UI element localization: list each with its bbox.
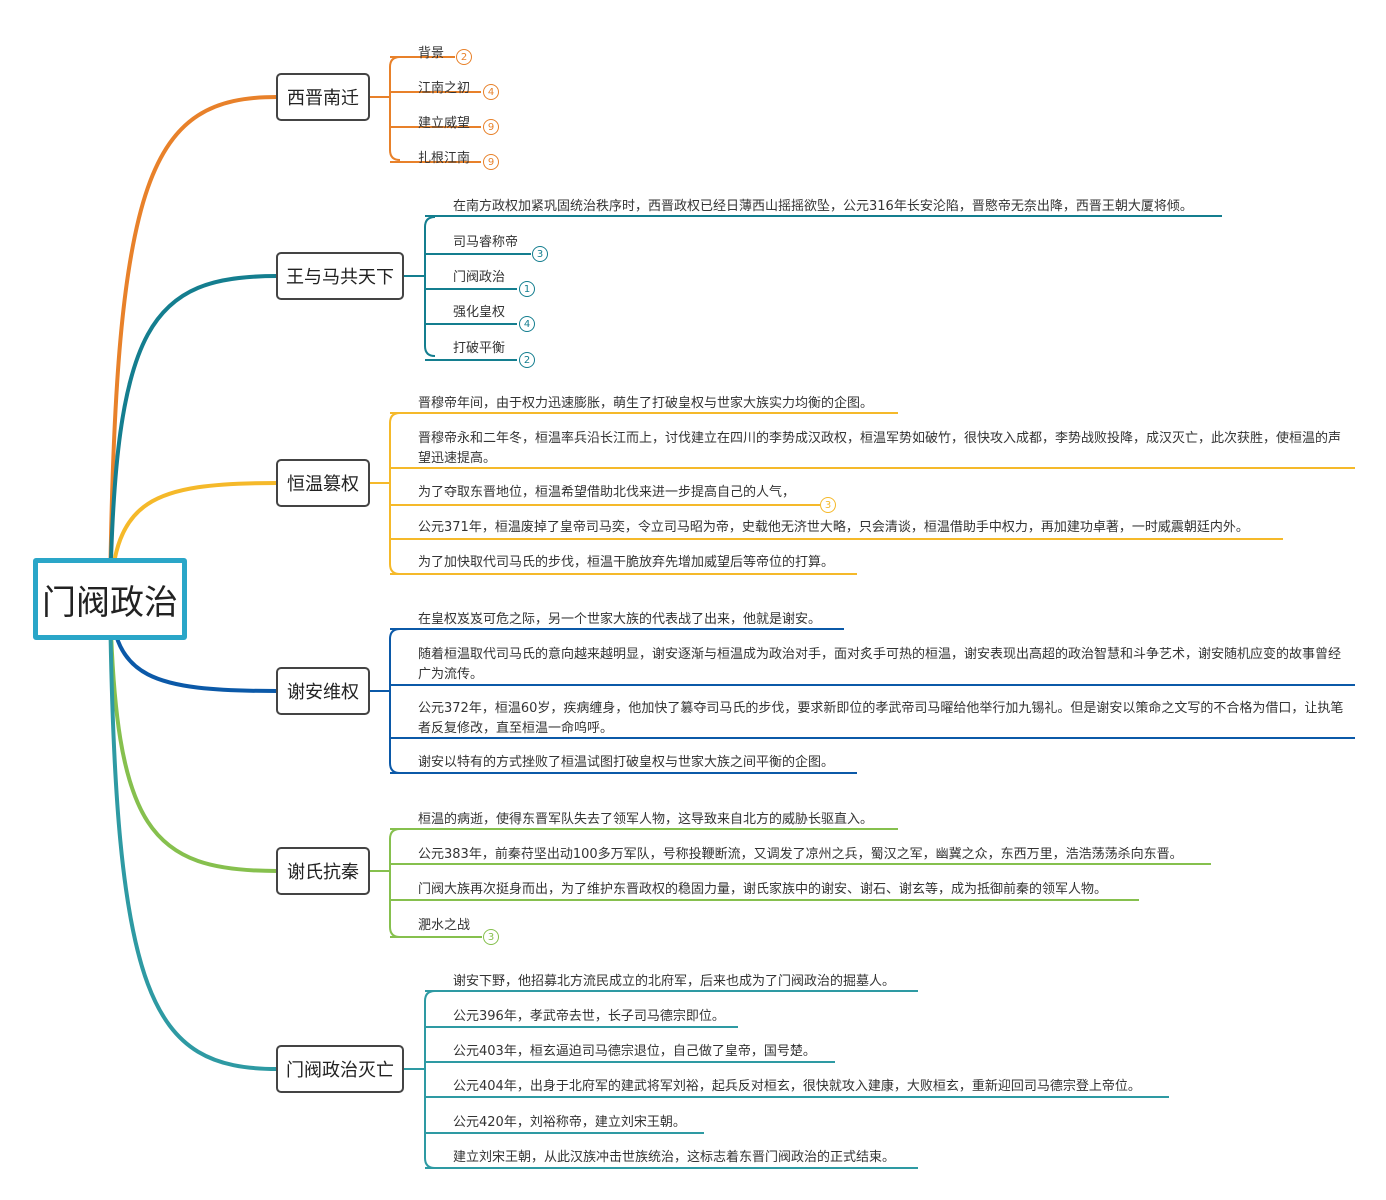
branch-trunk xyxy=(424,216,436,357)
leaf-topic[interactable]: 在南方政权加紧巩固统治秩序时，西晋政权已经日薄西山摇摇欲坠，公元316年长安沦陷… xyxy=(453,199,1193,214)
leaf-topic[interactable]: 公元404年，出身于北府军的建武将军刘裕，起兵反对桓玄，很快就攻入建康，大败桓玄… xyxy=(453,1079,1141,1094)
leaf-topic[interactable]: 强化皇权 xyxy=(453,305,506,320)
leaf-topic[interactable]: 谢安下野，他招募北方流民成立的北府军，后来也成为了门阀政治的掘墓人。 xyxy=(453,974,896,989)
leaf-topic[interactable]: 公元371年，桓温废掉了皇帝司马奕，令立司马昭为帝，史载他无济世大略，只会清谈，… xyxy=(418,520,1249,535)
branch-topic[interactable]: 恒温篡权 xyxy=(276,459,370,507)
leaf-topic[interactable]: 建立威望 xyxy=(418,116,471,131)
leaf-topic[interactable]: 淝水之战 xyxy=(418,918,471,933)
leaf-topic[interactable]: 在皇权岌岌可危之际，另一个世家大族的代表战了出来，他就是谢安。 xyxy=(418,612,822,627)
branch-topic[interactable]: 王与马共天下 xyxy=(276,252,404,300)
leaf-topic[interactable]: 门阀大族再次挺身而出，为了维护东晋政权的稳固力量，谢氏家族中的谢安、谢石、谢玄等… xyxy=(418,882,1108,897)
branch-trunk xyxy=(389,828,401,938)
leaf-topic[interactable]: 建立刘宋王朝，从此汉族冲击世族统治，这标志着东晋门阀政治的正式结束。 xyxy=(453,1150,896,1165)
branch-trunk xyxy=(389,56,401,161)
collapsed-count-badge[interactable]: 9 xyxy=(483,154,499,170)
root-topic[interactable]: 门阀政治 xyxy=(33,558,187,640)
leaf-topic[interactable]: 江南之初 xyxy=(418,81,471,96)
root-connector xyxy=(108,597,279,873)
collapsed-count-badge[interactable]: 9 xyxy=(483,119,499,135)
leaf-topic[interactable]: 扎根江南 xyxy=(418,151,471,166)
collapsed-count-badge[interactable]: 2 xyxy=(519,352,535,368)
leaf-topic[interactable]: 打破平衡 xyxy=(453,341,506,356)
root-connector xyxy=(108,597,279,1071)
branch-topic[interactable]: 谢安维权 xyxy=(276,667,370,715)
leaf-topic[interactable]: 公元396年，孝武帝去世，长子司马德宗即位。 xyxy=(453,1009,725,1024)
leaf-topic[interactable]: 公元383年，前秦苻坚出动100多万军队，号称投鞭断流，又调发了凉州之兵，蜀汉之… xyxy=(418,847,1183,862)
leaf-topic[interactable]: 桓温的病逝，使得东晋军队失去了领军人物，这导致来自北方的威胁长驱直入。 xyxy=(418,812,874,827)
branch-trunk xyxy=(389,628,401,774)
branch-topic[interactable]: 西晋南迁 xyxy=(276,73,370,121)
root-connector xyxy=(108,95,279,601)
leaf-topic[interactable]: 为了夺取东晋地位，桓温希望借助北伐来进一步提高自己的人气， xyxy=(418,485,796,500)
leaf-topic[interactable]: 晋穆帝永和二年冬，桓温率兵沿长江而上，讨伐建立在四川的李势成汉政权，桓温军势如破… xyxy=(418,431,1342,466)
collapsed-count-badge[interactable]: 3 xyxy=(820,497,836,513)
collapsed-count-badge[interactable]: 3 xyxy=(532,246,548,262)
collapsed-count-badge[interactable]: 3 xyxy=(483,929,499,945)
branch-topic[interactable]: 谢氏抗秦 xyxy=(276,847,370,895)
root-connector xyxy=(108,274,279,601)
collapsed-count-badge[interactable]: 4 xyxy=(483,84,499,100)
branch-trunk xyxy=(389,412,401,575)
leaf-topic[interactable]: 晋穆帝年间，由于权力迅速膨胀，萌生了打破皇权与世家大族实力均衡的企图。 xyxy=(418,396,874,411)
leaf-topic[interactable]: 公元403年，桓玄逼迫司马德宗退位，自己做了皇帝，国号楚。 xyxy=(453,1044,816,1059)
leaf-topic[interactable]: 门阀政治 xyxy=(453,270,506,285)
collapsed-count-badge[interactable]: 2 xyxy=(456,49,472,65)
collapsed-count-badge[interactable]: 4 xyxy=(519,316,535,332)
leaf-topic[interactable]: 为了加快取代司马氏的步伐，桓温干脆放弃先增加威望后等帝位的打算。 xyxy=(418,555,835,570)
leaf-topic[interactable]: 背景 xyxy=(418,46,445,61)
leaf-topic[interactable]: 公元420年，刘裕称帝，建立刘宋王朝。 xyxy=(453,1115,686,1130)
leaf-topic[interactable]: 随着桓温取代司马氏的意向越来越明显，谢安逐渐与桓温成为政治对手，面对炙手可热的桓… xyxy=(418,647,1342,682)
leaf-topic[interactable]: 公元372年，桓温60岁，疾病缠身，他加快了篡夺司马氏的步伐，要求新即位的孝武帝… xyxy=(418,701,1344,736)
branch-trunk xyxy=(424,990,436,1169)
leaf-topic[interactable]: 谢安以特有的方式挫败了桓温试图打破皇权与世家大族之间平衡的企图。 xyxy=(418,755,835,770)
collapsed-count-badge[interactable]: 1 xyxy=(519,281,535,297)
leaf-topic[interactable]: 司马睿称帝 xyxy=(453,235,519,250)
branch-topic[interactable]: 门阀政治灭亡 xyxy=(276,1045,404,1093)
